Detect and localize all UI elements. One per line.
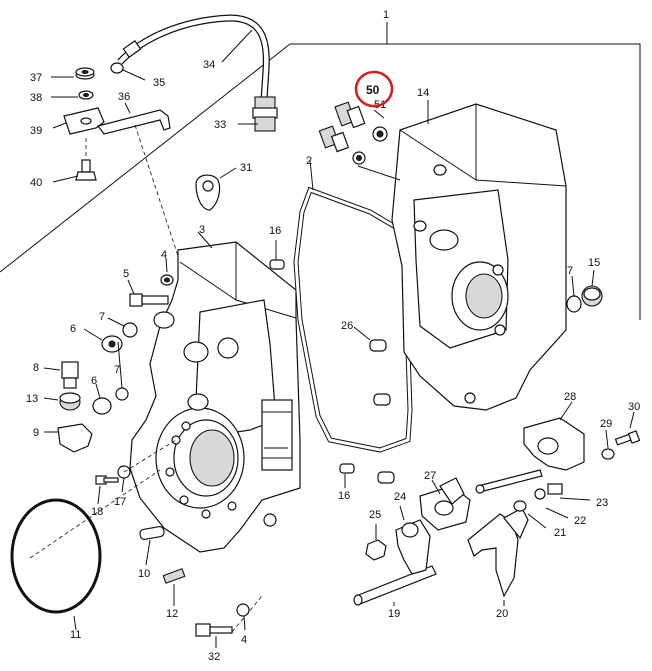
label-30: 30	[628, 401, 640, 413]
label-20: 20	[496, 608, 508, 620]
highlighted-part-50: 50	[354, 70, 394, 108]
label-40: 40	[30, 177, 42, 189]
shift-mechanism	[353, 401, 641, 606]
dowel-pins	[269, 240, 395, 488]
label-22: 22	[574, 515, 586, 527]
label-5: 5	[123, 268, 129, 280]
o-ring	[10, 469, 161, 631]
label-33: 33	[214, 119, 226, 131]
label-6b: 6	[91, 375, 97, 387]
label-4a: 4	[161, 249, 167, 261]
label-34: 34	[203, 59, 215, 71]
label-7b: 7	[114, 364, 120, 376]
label-2: 2	[306, 155, 312, 167]
label-14: 14	[417, 87, 429, 99]
label-25: 25	[369, 509, 381, 521]
label-7a: 7	[99, 311, 105, 323]
small-gasket	[195, 167, 237, 211]
label-24: 24	[394, 491, 406, 503]
bracket-hardware	[51, 67, 179, 257]
label-4b: 4	[241, 634, 247, 646]
label-21: 21	[554, 527, 566, 539]
assembly-bracket	[0, 22, 641, 320]
label-28: 28	[564, 391, 576, 403]
label-27: 27	[424, 470, 436, 482]
label-26: 26	[341, 320, 353, 332]
rear-cover	[391, 100, 567, 411]
highlight-circle	[354, 70, 394, 108]
label-29: 29	[600, 418, 612, 430]
label-50: 50	[366, 83, 380, 97]
label-39: 39	[30, 125, 42, 137]
label-23: 23	[596, 497, 608, 509]
label-9: 9	[33, 427, 39, 439]
label-32: 32	[208, 651, 220, 663]
label-19: 19	[388, 608, 400, 620]
sensor-switches	[318, 101, 401, 181]
label-8: 8	[33, 362, 39, 374]
label-18: 18	[91, 506, 103, 518]
fasteners-left	[43, 257, 263, 648]
label-12: 12	[166, 608, 178, 620]
label-16a: 16	[269, 225, 281, 237]
label-10: 10	[138, 568, 150, 580]
label-37: 37	[30, 72, 42, 84]
label-35: 35	[153, 77, 165, 89]
label-15: 15	[588, 257, 600, 269]
label-3: 3	[199, 224, 205, 236]
label-13: 13	[26, 393, 38, 405]
fasteners-right	[566, 269, 603, 313]
label-11: 11	[70, 629, 81, 641]
oil-pipe	[110, 14, 278, 132]
label-7c: 7	[567, 265, 573, 277]
label-16b: 16	[338, 490, 350, 502]
part-callouts: 1 2 3 4 4 5 6 6 7 7 7 8 9 10 11 12 13 14…	[26, 9, 640, 663]
main-housing	[129, 231, 301, 553]
label-31: 31	[240, 162, 252, 174]
label-1: 1	[383, 9, 389, 21]
label-38: 38	[30, 92, 42, 104]
label-6a: 6	[70, 323, 76, 335]
label-36: 36	[118, 91, 130, 103]
label-17: 17	[114, 496, 126, 508]
